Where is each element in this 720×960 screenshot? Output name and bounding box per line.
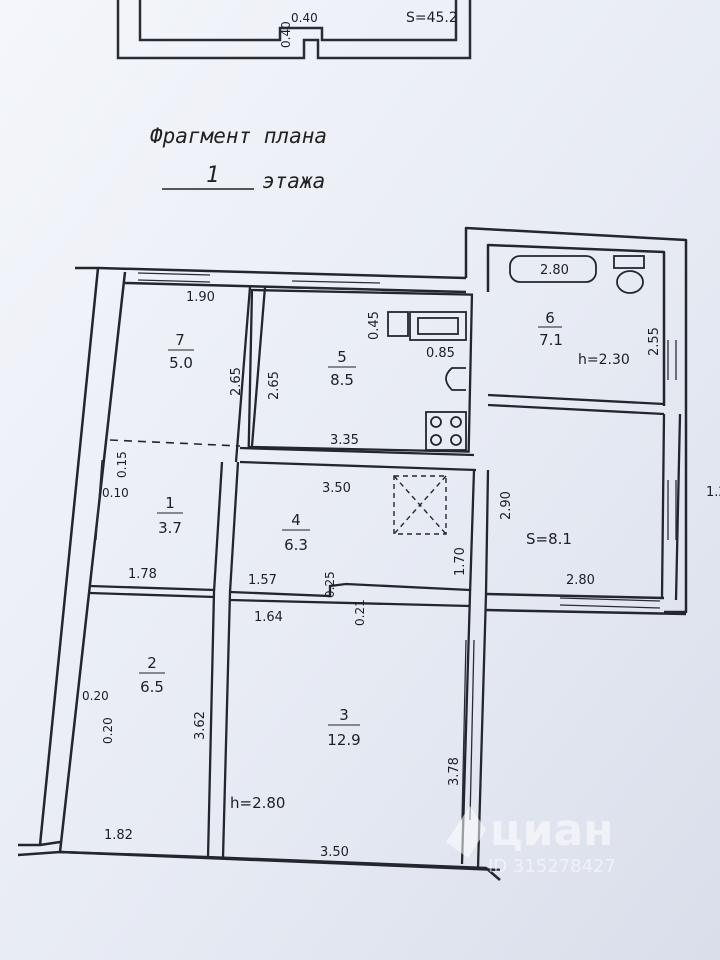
dim-2-80-bath: 2.80 (540, 263, 569, 278)
room-5-number: 5 (337, 348, 347, 366)
cian-logo-icon (446, 806, 486, 858)
watermark-id: ID 315278427 (488, 856, 616, 877)
room-2-area: 6.5 (140, 678, 164, 696)
dim-2-90: 2.90 (499, 491, 514, 520)
room-3-number: 3 (339, 706, 349, 724)
room-3-area: 12.9 (327, 731, 360, 749)
dim-2-80-b: 2.80 (566, 573, 595, 588)
dim-edge: 1.2 (706, 485, 720, 500)
dimension-labels: 1.90 2.65 2.65 0.45 0.85 3.35 2.80 2.55 … (82, 263, 720, 860)
outer-walls (17, 226, 688, 881)
dim-0-25: 0.25 (323, 571, 337, 598)
room-4-number: 4 (291, 511, 301, 529)
ventilation-shaft-icon (393, 475, 447, 535)
stove-icon (425, 411, 467, 451)
dim-0-15: 0.15 (115, 451, 129, 478)
room-7-area: 5.0 (169, 354, 193, 372)
dim-3-50-a: 3.50 (322, 481, 351, 496)
top-area: S=45.2 (406, 10, 458, 26)
room-7-number: 7 (175, 331, 185, 349)
room-6-number: 6 (545, 309, 555, 327)
windows (95, 272, 677, 821)
height-label-main: h=2.80 (230, 794, 285, 812)
toilet-icon (613, 255, 645, 294)
room-5-area: 8.5 (330, 371, 354, 389)
dim-3-62: 3.62 (193, 711, 208, 740)
dim-1-78: 1.78 (128, 567, 157, 582)
dim-1-64: 1.64 (254, 610, 283, 625)
dim-0-21: 0.21 (353, 599, 367, 626)
top-dim: 0.40 (291, 11, 318, 25)
sink-icon (445, 367, 466, 391)
watermark: циан ID 315278427 (446, 805, 616, 877)
dim-1-82: 1.82 (104, 828, 133, 843)
room-1-area: 3.7 (158, 519, 182, 537)
dim-2-55: 2.55 (647, 327, 662, 356)
title-floor-number: 1 (206, 163, 219, 188)
dim-3-50-b: 3.50 (320, 845, 349, 860)
height-label-bath: h=2.30 (578, 352, 630, 368)
room-6-area: 7.1 (539, 331, 563, 349)
room-2-number: 2 (147, 654, 157, 672)
title-line1: Фрагмент плана (150, 124, 327, 148)
dim-0-85: 0.85 (426, 346, 455, 361)
dim-0-20-a: 0.20 (82, 689, 109, 703)
watermark-brand: циан (490, 805, 614, 856)
dim-1-70: 1.70 (453, 547, 468, 576)
inner-walls (89, 286, 682, 869)
dim-0-10: 0.10 (102, 486, 129, 500)
title-line2: этажа (262, 169, 325, 193)
dim-0-45: 0.45 (367, 311, 382, 340)
top-fragment (116, 0, 472, 60)
dim-0-20-b: 0.20 (101, 717, 115, 744)
dim-1-57: 1.57 (248, 573, 277, 588)
bathtub-icon (509, 255, 597, 283)
dim-1-90: 1.90 (186, 290, 215, 305)
dim-3-35: 3.35 (330, 433, 359, 448)
area-label-unnumbered: S=8.1 (526, 530, 572, 548)
dim-2-65-a: 2.65 (229, 367, 244, 396)
dim-2-65-b: 2.65 (267, 371, 282, 400)
room-4-area: 6.3 (284, 536, 308, 554)
top-dim-vertical: 0.40 (279, 21, 293, 48)
dim-3-78: 3.78 (447, 757, 462, 786)
room-1-number: 1 (165, 494, 175, 512)
room-labels: 7 5.0 5 8.5 6 7.1 1 3.7 4 6.3 2 6.5 3 12… (139, 309, 563, 749)
boiler-icon (387, 311, 467, 341)
